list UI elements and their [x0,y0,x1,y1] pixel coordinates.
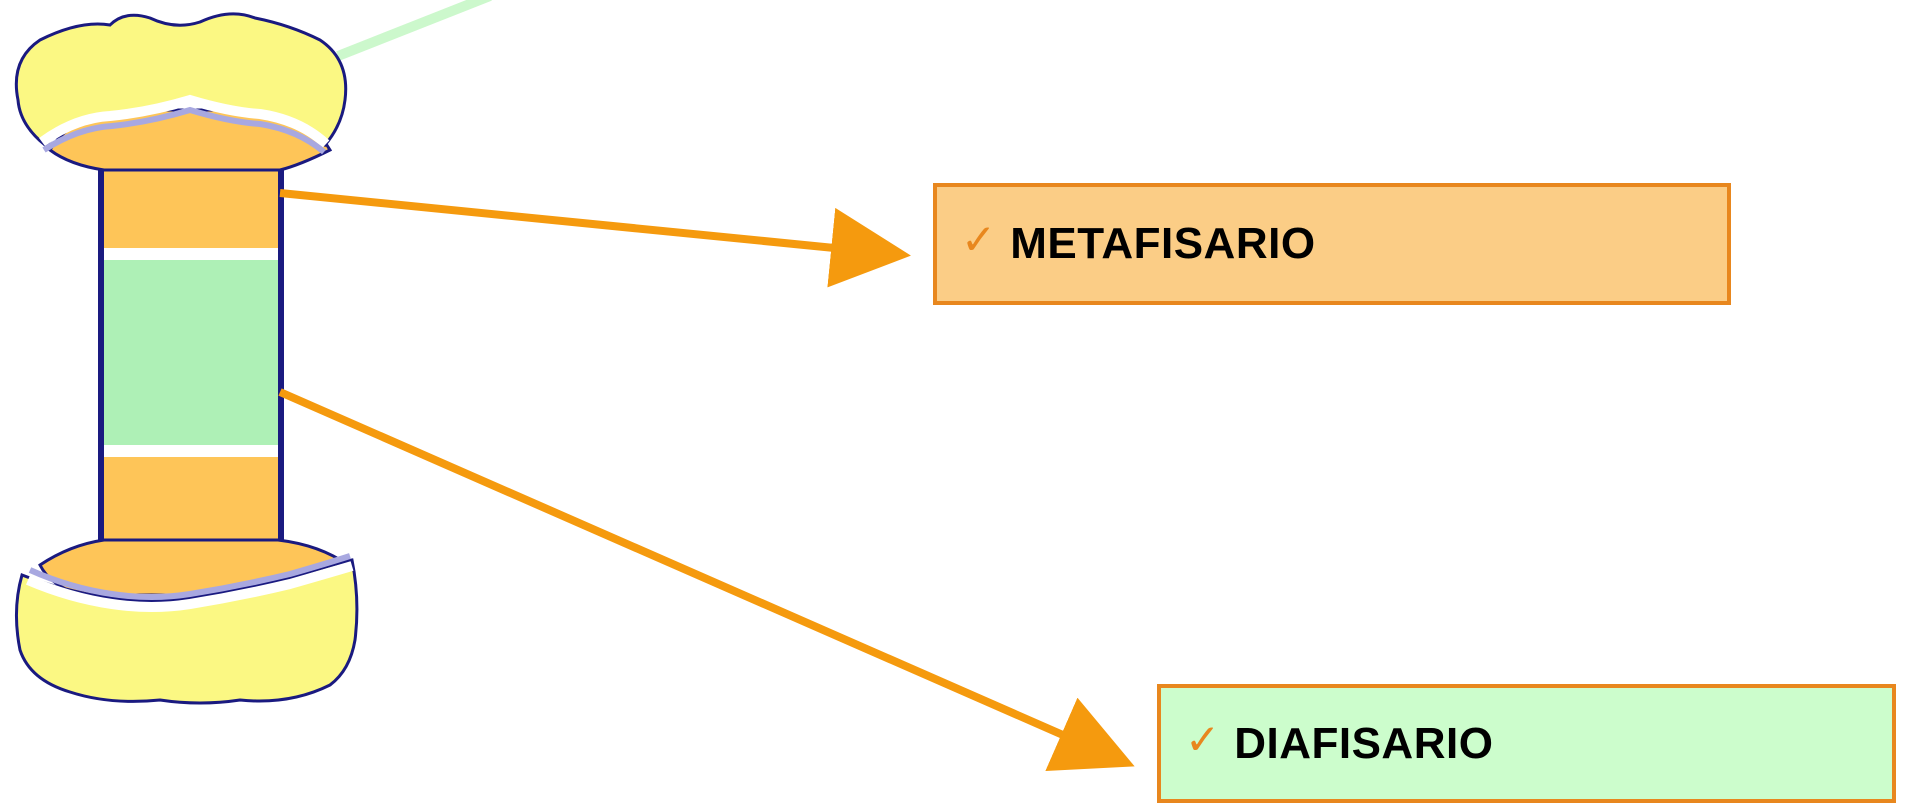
epiphyseal-plate-upper [39,94,330,148]
epiphyseal-plate-lower [26,561,354,612]
faded-connector-line [336,0,492,61]
epiphyseal-plate-lower-shadow [28,553,351,600]
arrow-diafisario [278,388,1135,771]
epiphyseal-plate-upper-shadow [42,106,326,155]
diaphysis [104,260,278,445]
check-icon: ✓ [961,215,997,264]
label-box-diafisario: ✓ DIAFISARIO [1157,684,1896,803]
label-metafisario: METAFISARIO [1010,219,1316,268]
arrow-metafisario [279,189,911,288]
label-diafisario: DIAFISARIO [1234,718,1494,768]
growth-band-lower [104,445,278,457]
label-box-metafisario: ✓ METAFISARIO [933,183,1731,305]
check-icon: ✓ [1185,714,1221,764]
epiphysis-lower [14,558,359,705]
growth-band-upper [104,248,278,260]
